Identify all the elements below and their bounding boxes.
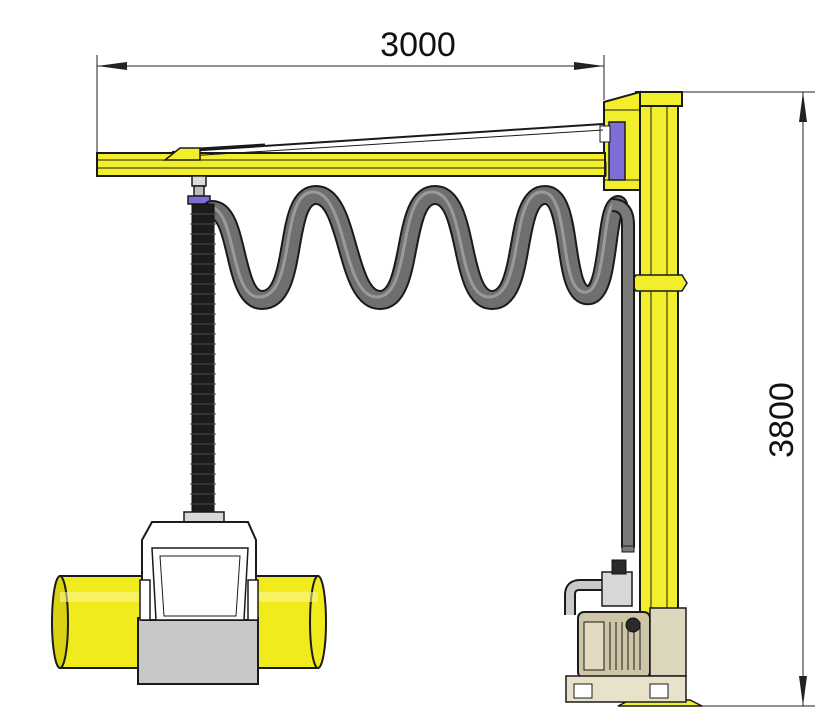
vacuum-pump [564, 559, 687, 703]
vacuum-gripper-head [137, 521, 259, 685]
jib-arm [96, 123, 606, 177]
return-hose [611, 198, 635, 553]
coiled-hose [202, 184, 628, 311]
dimension-width: 3000 [96, 26, 605, 160]
height-dimension-label: 3800 [763, 382, 801, 458]
width-dimension-label: 3000 [380, 26, 456, 64]
bellows-lift-tube [183, 203, 225, 523]
trolley [187, 175, 211, 205]
dimension-height: 3800 [680, 91, 815, 707]
